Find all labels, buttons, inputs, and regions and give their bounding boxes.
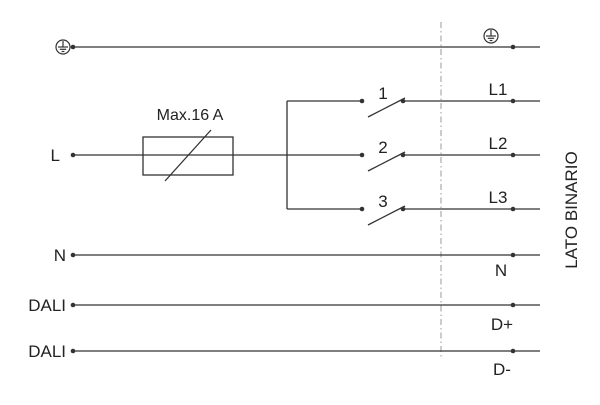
n-output-label: N [495, 261, 507, 280]
n-right-terminal [510, 252, 516, 258]
switch-2-number: 2 [378, 138, 387, 157]
fuse-rating-label: Max.16 A [157, 107, 224, 124]
n-terminal-label: N [54, 246, 66, 265]
d-minus-output-label: D- [493, 360, 511, 379]
l-terminal-label: L [51, 146, 60, 165]
d-plus-output-label: D+ [491, 315, 513, 334]
l3-output-label: L3 [489, 188, 508, 207]
l1-right-terminal [510, 98, 516, 104]
switch-3-blade [367, 205, 406, 226]
switch-2-in-contact [359, 152, 365, 158]
dali-2-terminal-label: DALI [28, 342, 66, 361]
switch-3-in-contact [359, 206, 365, 212]
switch-3-number: 3 [378, 192, 387, 211]
switch-1-blade [367, 97, 406, 118]
fuse-slash [164, 129, 212, 182]
l2-output-label: L2 [489, 134, 508, 153]
switch-1-number: 1 [378, 84, 387, 103]
dali-1-right-terminal [510, 302, 516, 308]
l2-right-terminal [510, 152, 516, 158]
fuse-box [142, 136, 234, 176]
ground-right-terminal [510, 44, 516, 50]
l1-output-label: L1 [489, 80, 508, 99]
l3-right-terminal [510, 206, 516, 212]
ground-left-icon [55, 39, 71, 55]
ground-right-icon [483, 28, 499, 44]
switch-2-blade [367, 151, 406, 172]
dali-2-right-terminal [510, 348, 516, 354]
switch-1-in-contact [359, 98, 365, 104]
rail-side-label: LATO BINARIO [562, 151, 581, 268]
dali-1-terminal-label: DALI [28, 296, 66, 315]
